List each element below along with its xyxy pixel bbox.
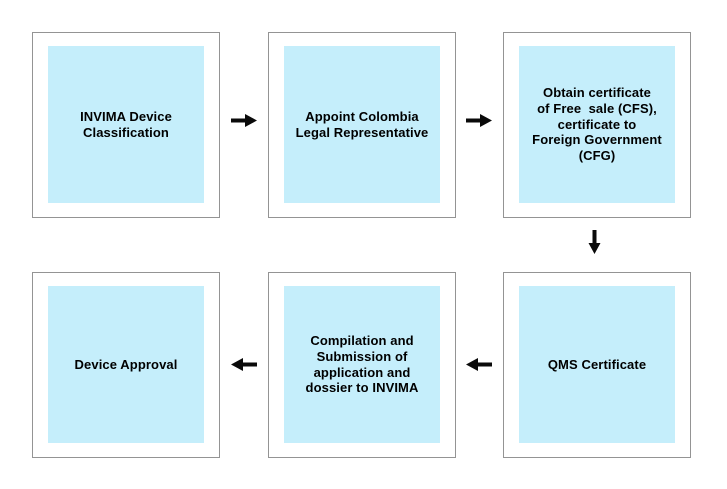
flow-node-invima-device-classification: INVIMA Device Classification <box>32 32 220 218</box>
node-label: QMS Certificate <box>547 356 647 372</box>
node-fill: INVIMA Device Classification <box>48 46 204 203</box>
node-label: INVIMA Device Classification <box>80 108 172 140</box>
node-label: Compilation and Submission of applicatio… <box>305 332 419 396</box>
node-fill: Device Approval <box>48 286 204 443</box>
node-label: Obtain certificate of Free sale (CFS), c… <box>532 84 662 164</box>
flow-node-qms-certificate: QMS Certificate <box>503 272 691 458</box>
arrow-down-icon <box>588 230 601 254</box>
flow-node-appoint-colombia-legal-representative: Appoint Colombia Legal Representative <box>268 32 456 218</box>
flow-node-device-approval: Device Approval <box>32 272 220 458</box>
arrow-left-icon <box>231 358 257 371</box>
node-fill: Obtain certificate of Free sale (CFS), c… <box>519 46 675 203</box>
node-fill: Appoint Colombia Legal Representative <box>284 46 440 203</box>
arrow-left-icon <box>466 358 492 371</box>
flow-node-obtain-cfs-cfg-certificates: Obtain certificate of Free sale (CFS), c… <box>503 32 691 218</box>
node-fill: QMS Certificate <box>519 286 675 443</box>
flow-node-compilation-submission-invima: Compilation and Submission of applicatio… <box>268 272 456 458</box>
node-fill: Compilation and Submission of applicatio… <box>284 286 440 443</box>
node-label: Device Approval <box>74 356 178 372</box>
node-label: Appoint Colombia Legal Representative <box>295 108 429 140</box>
arrow-right-icon <box>466 114 492 127</box>
arrow-right-icon <box>231 114 257 127</box>
